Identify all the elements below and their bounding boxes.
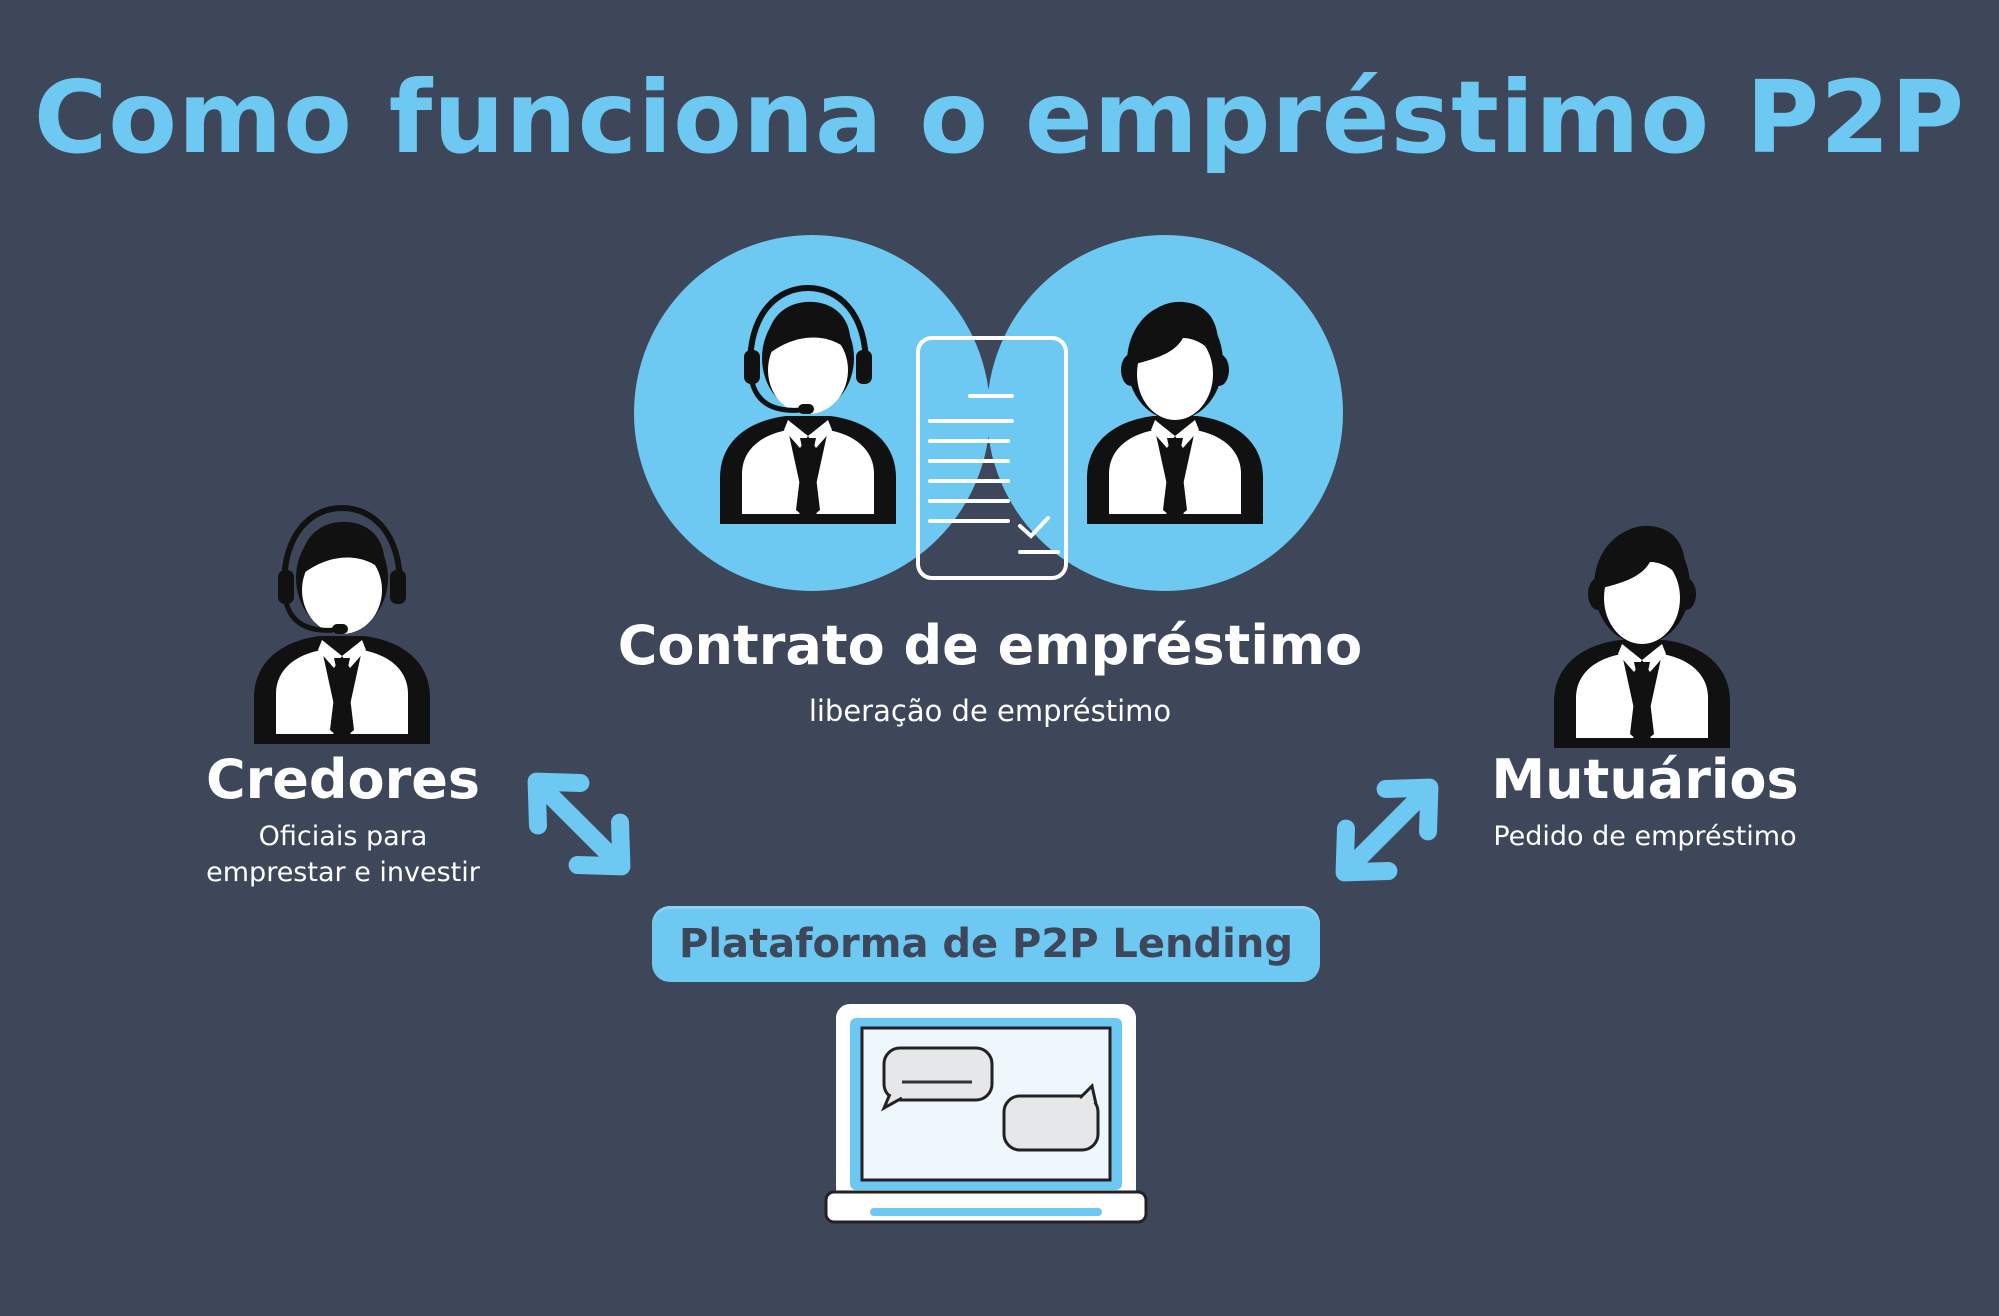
platform-label: Plataforma de P2P Lending [679,921,1293,967]
borrower-businessman-icon [1554,526,1730,748]
lenders-title: Credores [205,748,481,811]
borrowers-title: Mutuários [1491,748,1799,811]
borrower-double-arrow-icon [1323,766,1450,893]
lender-headset-person-icon [254,508,430,744]
contract-circles [634,235,1343,591]
contract-subtitle: liberação de empréstimo [808,694,1172,728]
contract-title: Contrato de empréstimo [617,614,1363,677]
page-title: Como funciona o empréstimo P2P [33,59,1966,176]
platform-badge: Plataforma de P2P Lending [652,906,1320,982]
lenders-subtitle-line2: emprestar e investir [206,857,480,888]
lenders-subtitle-line1: Oficiais para [258,821,428,852]
laptop-chat-icon [824,1004,1148,1224]
contract-phone-icon [916,336,1068,580]
borrowers-subtitle: Pedido de empréstimo [1493,821,1797,852]
